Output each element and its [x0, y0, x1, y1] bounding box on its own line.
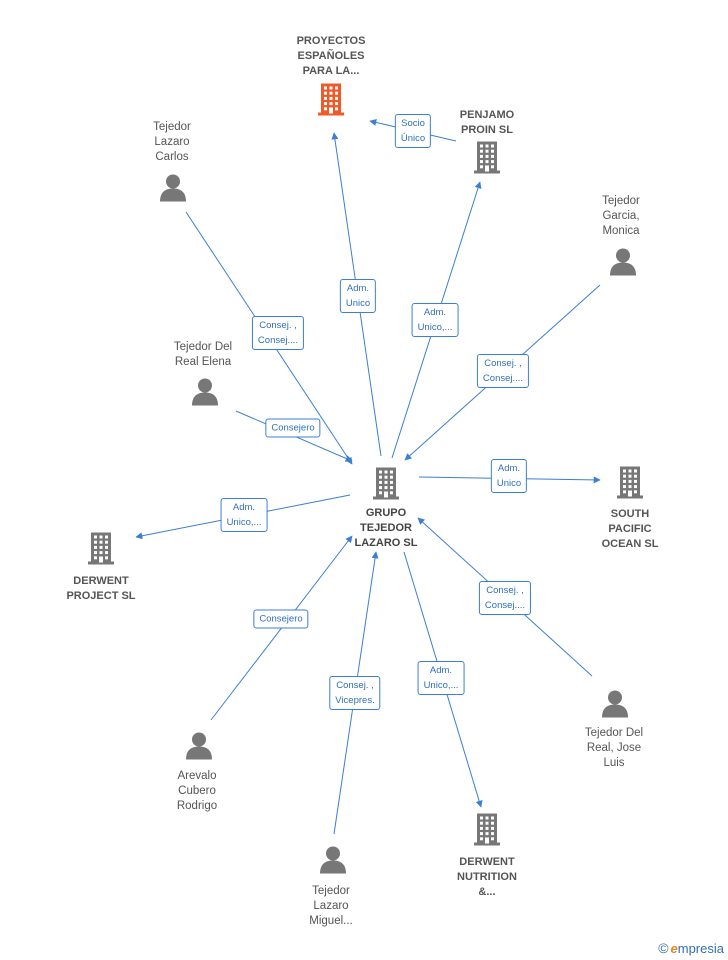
node-label-tejedor_elena[interactable]: Tejedor Del Real Elena	[173, 341, 233, 368]
edge-label-tejedor_monica-grupo[interactable]: Consej. , Consej....	[476, 354, 530, 388]
edge-label-penjamo-proyectos[interactable]: Socio Único	[394, 114, 432, 148]
building-icon[interactable]	[474, 141, 500, 180]
building-icon[interactable]	[617, 466, 643, 505]
edge-label-grupo-proyectos[interactable]: Adm. Unico	[339, 279, 377, 313]
person-icon[interactable]	[318, 845, 348, 880]
edge-label-tejedor_miguel-grupo[interactable]: Consej. , Vicepres.	[329, 676, 381, 710]
building-icon[interactable]	[474, 813, 500, 852]
person-icon[interactable]	[190, 377, 220, 412]
building-icon[interactable]	[318, 83, 344, 122]
node-label-proyectos[interactable]: PROYECTOS ESPAÑOLES PARA LA...	[296, 35, 366, 77]
edge-label-grupo-derwent_nutrition[interactable]: Adm. Unico,...	[417, 661, 465, 695]
person-icon[interactable]	[608, 247, 638, 282]
building-icon[interactable]	[88, 532, 114, 571]
node-label-tejedor_jose[interactable]: Tejedor Del Real, Jose Luis	[584, 727, 644, 769]
node-label-arevalo[interactable]: Arevalo Cubero Rodrigo	[176, 770, 218, 812]
edge-label-grupo-penjamo[interactable]: Adm. Unico,...	[411, 303, 459, 337]
node-label-penjamo[interactable]: PENJAMO PROIN SL	[459, 109, 515, 136]
edge-label-arevalo-grupo[interactable]: Consejero	[253, 609, 309, 629]
node-label-tejedor_monica[interactable]: Tejedor Garcia, Monica	[602, 195, 640, 237]
node-label-derwent_project[interactable]: DERWENT PROJECT SL	[66, 575, 136, 602]
person-icon[interactable]	[184, 731, 214, 766]
edge-label-tejedor_jose-grupo[interactable]: Consej. , Consej....	[478, 581, 532, 615]
node-label-derwent_nutrition[interactable]: DERWENT NUTRITION &...	[457, 856, 517, 898]
node-label-grupo[interactable]: GRUPO TEJEDOR LAZARO SL	[354, 507, 418, 549]
node-label-south[interactable]: SOUTH PACIFIC OCEAN SL	[601, 508, 659, 550]
edge-label-tejedor_carlos-grupo[interactable]: Consej. , Consej....	[251, 316, 305, 350]
person-icon[interactable]	[158, 173, 188, 208]
edge-label-grupo-south[interactable]: Adm. Unico	[490, 459, 528, 493]
node-label-tejedor_miguel[interactable]: Tejedor Lazaro Miguel...	[309, 885, 353, 927]
edge-label-tejedor_elena-grupo[interactable]: Consejero	[265, 418, 321, 438]
empresia-watermark: ©empresia	[658, 940, 724, 956]
building-icon[interactable]	[372, 467, 400, 506]
edge-label-grupo-derwent_project[interactable]: Adm. Unico,...	[220, 498, 268, 532]
node-label-tejedor_carlos[interactable]: Tejedor Lazaro Carlos	[153, 121, 191, 163]
person-icon[interactable]	[600, 689, 630, 724]
